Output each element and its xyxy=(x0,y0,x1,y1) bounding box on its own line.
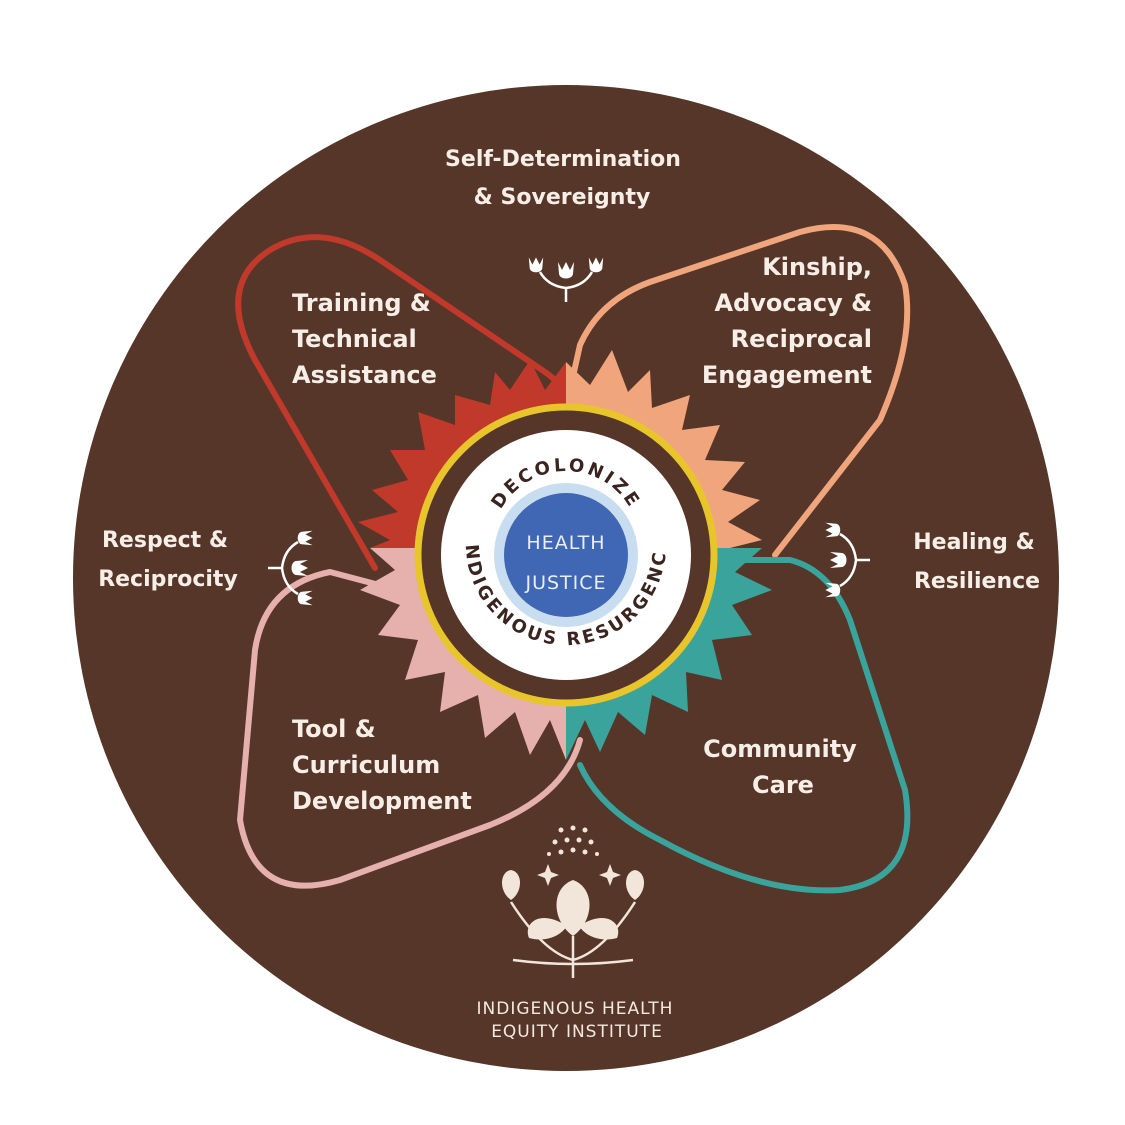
training-line-1: Training & xyxy=(292,289,431,317)
value-left-line-1: Respect & xyxy=(102,528,228,553)
center-line-1: HEALTH xyxy=(526,532,605,554)
value-top-line-2: & Sovereignty xyxy=(474,185,651,210)
community-line-2: Care xyxy=(752,771,814,799)
tulip-sprig-icon-right xyxy=(825,522,870,598)
org-line-2: EQUITY INSTITUTE xyxy=(491,1022,663,1042)
kinship-line-4: Engagement xyxy=(702,361,872,389)
center-circle xyxy=(504,493,628,617)
org-line-1: INDIGENOUS HEALTH xyxy=(477,999,674,1019)
community-loop xyxy=(577,557,911,894)
value-top-line-1: Self-Determination xyxy=(445,147,681,172)
tool-line-3: Development xyxy=(292,787,472,815)
value-left-line-2: Reciprocity xyxy=(98,567,238,592)
kinship-line-3: Reciprocal xyxy=(731,325,872,353)
strawberry-plant-icon xyxy=(502,825,644,978)
tulip-sprig-icon-left xyxy=(268,530,313,606)
value-right-line-2: Resilience xyxy=(914,569,1040,594)
tool-loop xyxy=(237,569,583,889)
kinship-loop xyxy=(567,224,911,558)
tool-line-1: Tool & xyxy=(292,715,376,743)
training-line-2: Technical xyxy=(292,325,417,353)
center-line-2: JUSTICE xyxy=(524,572,606,594)
training-line-3: Assistance xyxy=(292,361,437,389)
yellow-ring xyxy=(414,403,718,707)
tool-line-2: Curriculum xyxy=(292,751,440,779)
kinship-line-1: Kinship, xyxy=(762,253,872,281)
community-line-1: Community xyxy=(703,735,857,763)
value-right-line-1: Healing & xyxy=(913,530,1035,555)
kinship-line-2: Advocacy & xyxy=(715,289,872,317)
tulip-sprig-icon-top xyxy=(528,257,604,302)
